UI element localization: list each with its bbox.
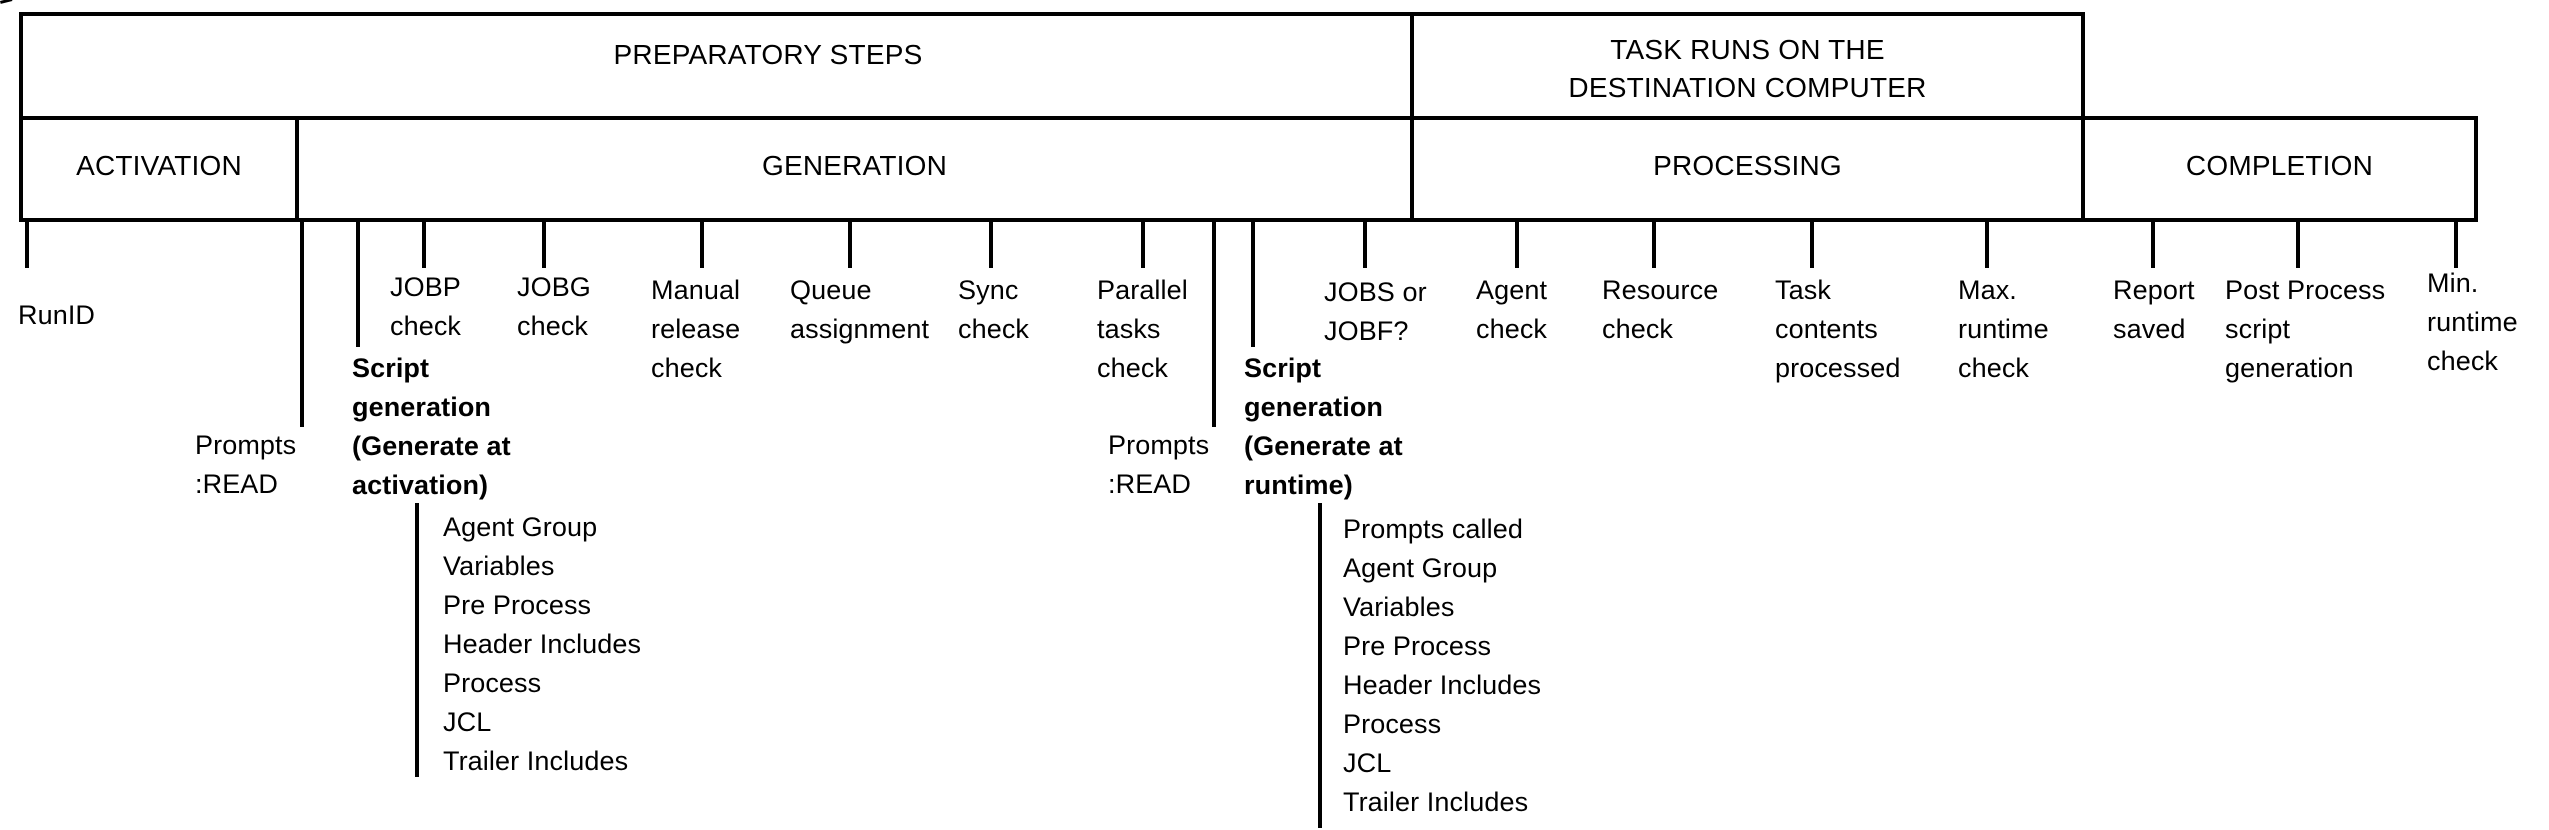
- runtime-script-parts-list: Prompts called Agent Group Variables Pre…: [1343, 514, 1542, 817]
- stage-box-generation: GENERATION: [295, 116, 1414, 222]
- phase-box-preparatory-steps: PREPARATORY STEPS: [19, 12, 1414, 120]
- report-saved-line: [2151, 218, 2155, 268]
- stage-box-activation: ACTIVATION: [19, 116, 299, 222]
- sync-check-label: Sync check: [958, 275, 1030, 344]
- task-contents-processed-line: [1810, 218, 1814, 268]
- prompts-read-activation-label: Prompts :READ: [195, 430, 297, 499]
- corner-artifact: [0, 0, 15, 12]
- runid-label: RunID: [18, 300, 96, 330]
- queue-assignment-line: [848, 218, 852, 268]
- script-generation-activation-label: Script generation (Generate at activatio…: [352, 353, 511, 500]
- manual-release-check-line: [700, 218, 704, 268]
- task-contents-processed-label: Task contents processed: [1775, 275, 1901, 383]
- jobs-or-jobf-label: JOBS or JOBF?: [1324, 277, 1427, 346]
- phase-label-task-runs-on-destination: TASK RUNS ON THE DESTINATION COMPUTER: [1568, 34, 1927, 103]
- prompts-read-runtime-line: [1212, 218, 1216, 427]
- parallel-tasks-check-line: [1141, 218, 1145, 268]
- manual-release-check-label: Manual release check: [651, 275, 741, 383]
- prompts-read-activation-line: [300, 218, 304, 427]
- script-generation-activation-line: [356, 218, 360, 347]
- agent-check-label: Agent check: [1476, 275, 1548, 344]
- stage-label-activation: ACTIVATION: [76, 150, 242, 181]
- jobg-check-line: [542, 218, 546, 268]
- jobp-check-line: [422, 218, 426, 268]
- sync-check-line: [989, 218, 993, 268]
- min-runtime-check-line: [2454, 218, 2458, 268]
- runid-line: [25, 218, 29, 268]
- agent-check-line: [1515, 218, 1519, 268]
- script-generation-runtime-label: Script generation (Generate at runtime): [1244, 353, 1403, 500]
- max-runtime-check-line: [1985, 218, 1989, 268]
- phase-label-preparatory-steps: PREPARATORY STEPS: [613, 39, 923, 70]
- phase-box-task-runs-on-destination: TASK RUNS ON THE DESTINATION COMPUTER: [1410, 12, 2085, 120]
- jobs-or-jobf-line: [1363, 218, 1367, 268]
- stage-box-completion: COMPLETION: [2081, 116, 2478, 222]
- jobg-check-label: JOBG check: [517, 272, 591, 341]
- parallel-tasks-check-label: Parallel tasks check: [1097, 275, 1188, 383]
- report-saved-label: Report saved: [2113, 275, 2195, 344]
- max-runtime-check-label: Max. runtime check: [1958, 275, 2049, 383]
- activation-script-parts-line: [415, 503, 419, 777]
- queue-assignment-label: Queue assignment: [790, 275, 930, 344]
- stage-box-processing: PROCESSING: [1410, 116, 2085, 222]
- runtime-script-parts-line: [1318, 503, 1322, 828]
- resource-check-label: Resource check: [1602, 275, 1719, 344]
- post-process-script-generation-line: [2296, 218, 2300, 268]
- resource-check-line: [1652, 218, 1656, 268]
- script-generation-runtime-line: [1251, 218, 1255, 347]
- stage-label-generation: GENERATION: [761, 150, 948, 181]
- prompts-read-runtime-label: Prompts :READ: [1108, 430, 1210, 499]
- jobp-check-label: JOBP check: [390, 272, 462, 341]
- post-process-script-generation-label: Post Process script generation: [2225, 275, 2386, 383]
- stage-label-processing: PROCESSING: [1653, 150, 1842, 181]
- activation-script-parts-list: Agent Group Variables Pre Process Header…: [443, 512, 642, 776]
- min-runtime-check-label: Min. runtime check: [2427, 268, 2518, 376]
- stage-label-completion: COMPLETION: [2185, 150, 2374, 181]
